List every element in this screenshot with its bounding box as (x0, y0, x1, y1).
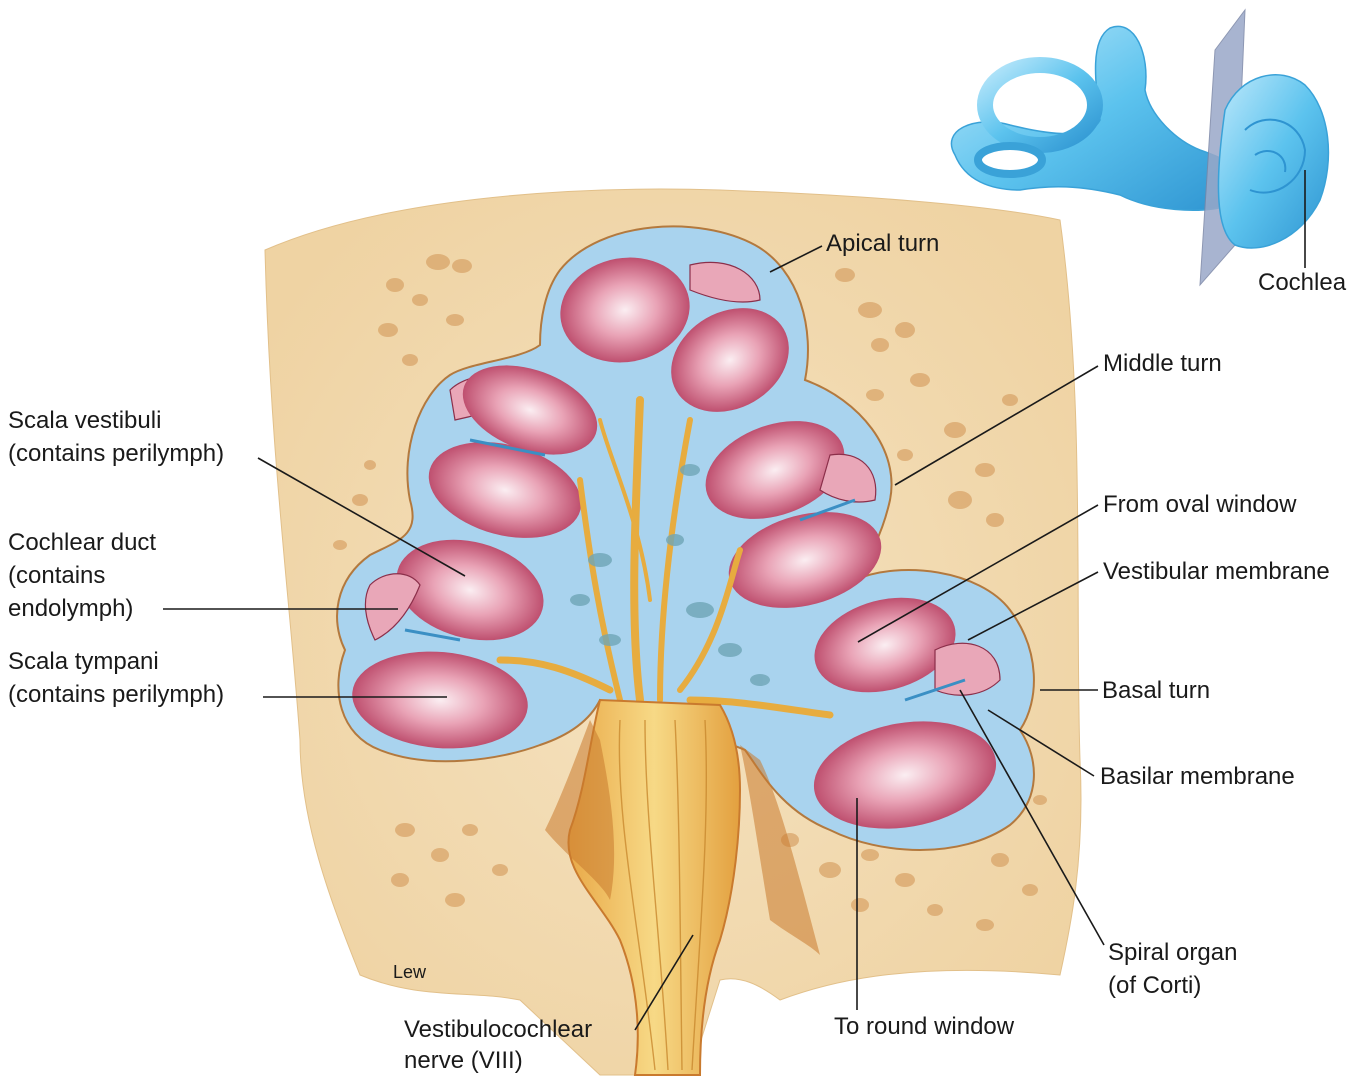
artist-signature: Lew (393, 962, 426, 982)
label-vestibular-membrane: Vestibular membrane (1103, 555, 1330, 588)
label-basilar-membrane: Basilar membrane (1100, 760, 1295, 793)
label-vestibulocochlear-nerve-note: nerve (VIII) (404, 1044, 523, 1077)
label-scala-tympani-note: (contains perilymph) (8, 678, 224, 711)
label-scala-vestibuli: Scala vestibuli (8, 404, 161, 437)
label-basal-turn: Basal turn (1102, 674, 1210, 707)
label-scala-vestibuli-note: (contains perilymph) (8, 437, 224, 470)
label-cochlear-duct: Cochlear duct (8, 526, 156, 559)
label-scala-tympani: Scala tympani (8, 645, 159, 678)
label-cochlear-duct-note-2: endolymph) (8, 592, 133, 625)
label-spiral-organ-note: (of Corti) (1108, 969, 1201, 1002)
label-cochlea: Cochlea (1258, 266, 1346, 299)
cochlea-inset (1218, 75, 1328, 248)
label-vestibulocochlear-nerve: Vestibulocochlear (404, 1013, 592, 1046)
label-middle-turn: Middle turn (1103, 347, 1222, 380)
label-cochlear-duct-note-1: (contains (8, 559, 105, 592)
label-spiral-organ: Spiral organ (1108, 936, 1237, 969)
label-to-round-window: To round window (834, 1010, 1014, 1043)
label-apical-turn: Apical turn (826, 227, 939, 260)
label-from-oval-window: From oval window (1103, 488, 1296, 521)
